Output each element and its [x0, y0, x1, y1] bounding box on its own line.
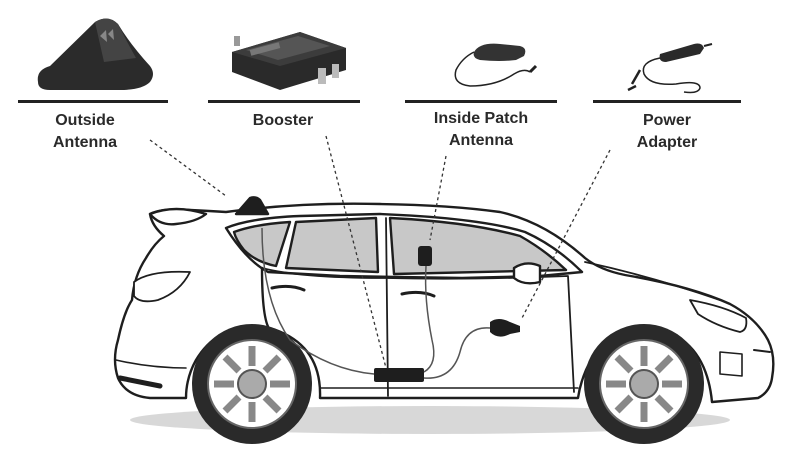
label-power-adapter: Power Adapter: [612, 110, 722, 154]
installed-booster-icon: [374, 368, 424, 382]
outside-antenna-icon: [37, 18, 153, 91]
label-inside-patch-antenna: Inside Patch Antenna: [415, 108, 547, 152]
installed-power-adapter-icon: [490, 319, 520, 337]
rule-booster: [208, 100, 360, 103]
leader-lines: [149, 135, 611, 369]
rear-wheel-icon: [192, 324, 312, 444]
power-adapter-icon: [627, 43, 713, 94]
patch-antenna-icon: [454, 43, 538, 87]
booster-icon: [232, 32, 346, 90]
rule-power-adapter: [593, 100, 741, 103]
cables: [261, 227, 491, 379]
label-booster-line-1: Booster: [252, 112, 314, 129]
front-wheel-icon: [584, 324, 704, 444]
rule-outside-antenna: [18, 100, 168, 103]
label-outside-antenna-line-1: Outside: [55, 112, 115, 129]
label-inside-patch-line-2: Antenna: [449, 132, 513, 149]
installed-patch-antenna-icon: [418, 246, 432, 266]
label-power-adapter-line-1: Power: [642, 112, 691, 129]
label-booster: Booster: [228, 110, 338, 132]
label-outside-antenna-line-2: Antenna: [53, 134, 117, 151]
label-inside-patch-line-1: Inside Patch: [433, 110, 529, 127]
label-outside-antenna: Outside Antenna: [30, 110, 140, 154]
rule-inside-patch-antenna: [405, 100, 557, 103]
label-power-adapter-line-2: Adapter: [636, 134, 698, 151]
